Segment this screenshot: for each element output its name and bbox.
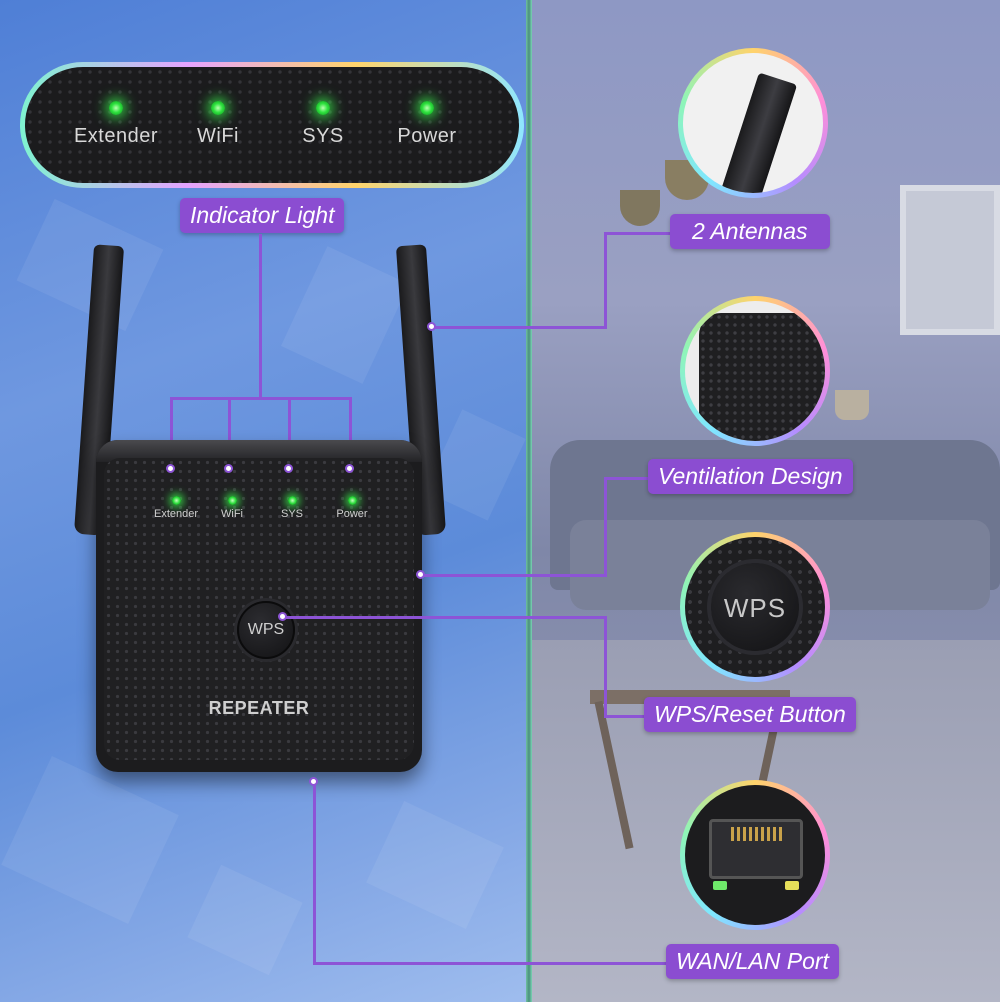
led-wifi (211, 101, 225, 115)
potted-plant (835, 390, 869, 420)
indicator-light-label: Indicator Light (180, 198, 345, 233)
antennas-label: 2 Antennas (670, 214, 830, 249)
callout-dot (345, 464, 354, 473)
strip-label-wifi: WiFi (197, 125, 239, 147)
callout-dot (284, 464, 293, 473)
wps-reset-label: WPS/Reset Button (644, 697, 856, 732)
strip-label-power: Power (397, 125, 457, 147)
callout-dot (166, 464, 175, 473)
link-led-green (713, 881, 727, 890)
led-power (420, 101, 434, 115)
device-label-sys: SYS (280, 508, 303, 520)
antenna-closeup (678, 48, 828, 198)
wps-closeup-label: WPS (723, 593, 787, 623)
ventilated-front-panel: Extender WiFi SYS Power WPS REPEATER (104, 458, 414, 760)
ethernet-port-closeup (680, 780, 830, 930)
device-led-wifi (228, 496, 237, 505)
repeater-label: REPEATER (208, 698, 310, 718)
hanging-plant (620, 190, 660, 226)
device-led-power (348, 496, 357, 505)
device-label-power: Power (336, 508, 368, 520)
panel-divider (526, 0, 532, 1002)
ventilation-closeup-image (699, 313, 825, 441)
strip-label-extender: Extender (73, 125, 159, 147)
device-label-wifi: WiFi (221, 508, 243, 520)
callout-dot (224, 464, 233, 473)
wps-closeup-button (711, 563, 799, 651)
ventilation-label: Ventilation Design (648, 459, 853, 494)
device-label-extender: Extender (153, 508, 199, 520)
led-sys (316, 101, 330, 115)
rj45-pins (731, 827, 783, 841)
device-led-sys (288, 496, 297, 505)
link-led-yellow (785, 881, 799, 890)
strip-label-sys: SYS (302, 125, 344, 147)
wps-button[interactable]: WPS (237, 601, 295, 659)
window (900, 185, 1000, 335)
wps-closeup: WPS (680, 532, 830, 682)
indicator-strip-closeup: Extender WiFi SYS Power (20, 62, 524, 188)
antenna-closeup-image (712, 72, 798, 193)
wan-lan-label: WAN/LAN Port (666, 944, 839, 979)
device-led-extender (172, 496, 181, 505)
led-extender (109, 101, 123, 115)
wifi-repeater-device: Extender WiFi SYS Power WPS REPEATER (96, 440, 422, 772)
ventilation-closeup (680, 296, 830, 446)
